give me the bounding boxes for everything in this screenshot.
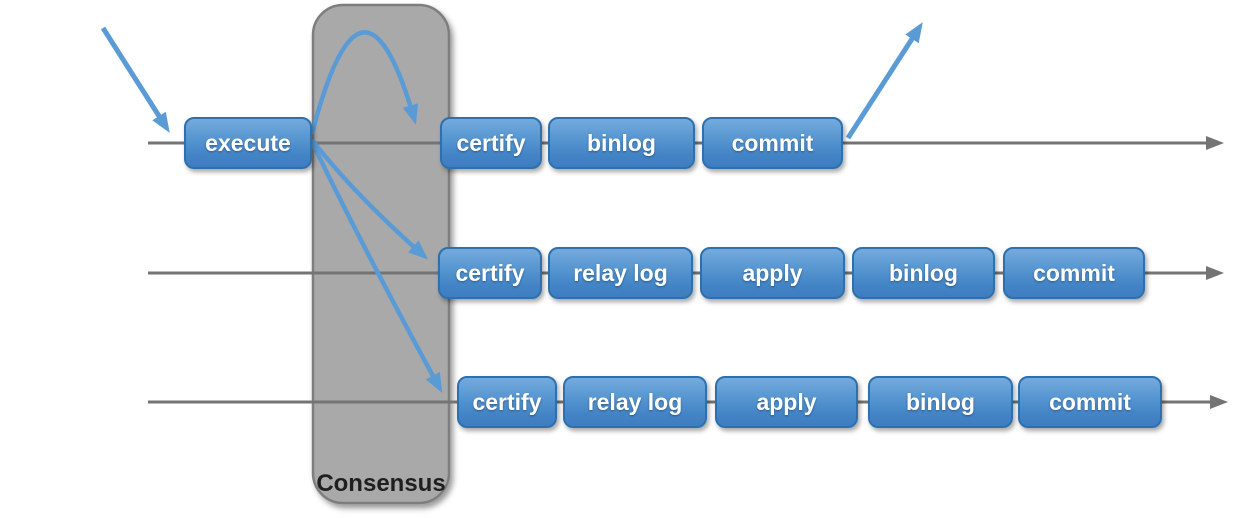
consensus-to-lane2-arrow-icon xyxy=(310,138,429,260)
consensus-panel xyxy=(311,3,451,505)
lane3-step-binlog: binlog xyxy=(868,376,1013,428)
lane1-step-binlog: binlog xyxy=(548,117,695,169)
outgoing-response-arrow-icon xyxy=(845,22,923,140)
lane2-step-binlog: binlog xyxy=(852,247,995,299)
lane3-step-commit: commit xyxy=(1018,376,1162,428)
lane3-step-certify: certify xyxy=(457,376,557,428)
incoming-transaction-arrow-icon xyxy=(100,26,170,133)
lane3-step-apply: apply xyxy=(715,376,858,428)
lane2-step-relay-log: relay log xyxy=(548,247,693,299)
consensus-arc-arrow-icon xyxy=(309,30,419,135)
lane1-step-certify: certify xyxy=(440,117,542,169)
consensus-to-lane3-arrow-icon xyxy=(309,141,443,394)
lane2-step-certify: certify xyxy=(438,247,542,299)
lane2-step-apply: apply xyxy=(700,247,845,299)
lane2-step-commit: commit xyxy=(1003,247,1145,299)
consensus-panel-label: Consensus xyxy=(316,470,446,497)
lane1-step-commit: commit xyxy=(702,117,843,169)
lane3-step-relay-log: relay log xyxy=(563,376,707,428)
lane1-step-execute: execute xyxy=(184,117,312,169)
